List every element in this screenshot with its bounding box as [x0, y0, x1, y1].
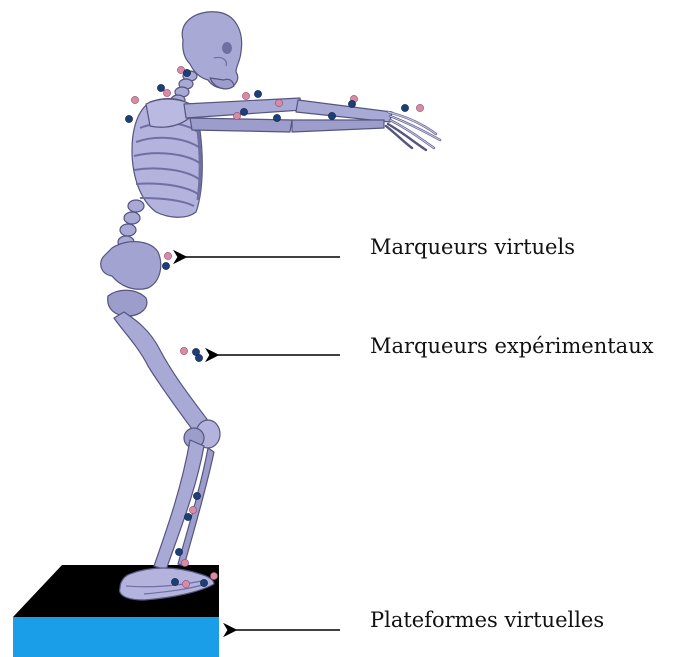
label-experimental-markers: Marqueurs expérimentaux — [370, 336, 654, 357]
label-virtual-markers: Marqueurs virtuels — [370, 237, 575, 258]
pelvis — [101, 242, 161, 290]
hands — [386, 112, 440, 150]
forearm-ulna — [292, 120, 384, 132]
femur — [114, 312, 212, 440]
jaw — [210, 78, 234, 89]
lumbar-spine — [118, 200, 144, 248]
forearm-radius — [296, 100, 392, 122]
platform-front — [13, 617, 219, 657]
label-virtual-platforms: Plateformes virtuelles — [370, 610, 604, 631]
skeleton — [101, 12, 440, 600]
